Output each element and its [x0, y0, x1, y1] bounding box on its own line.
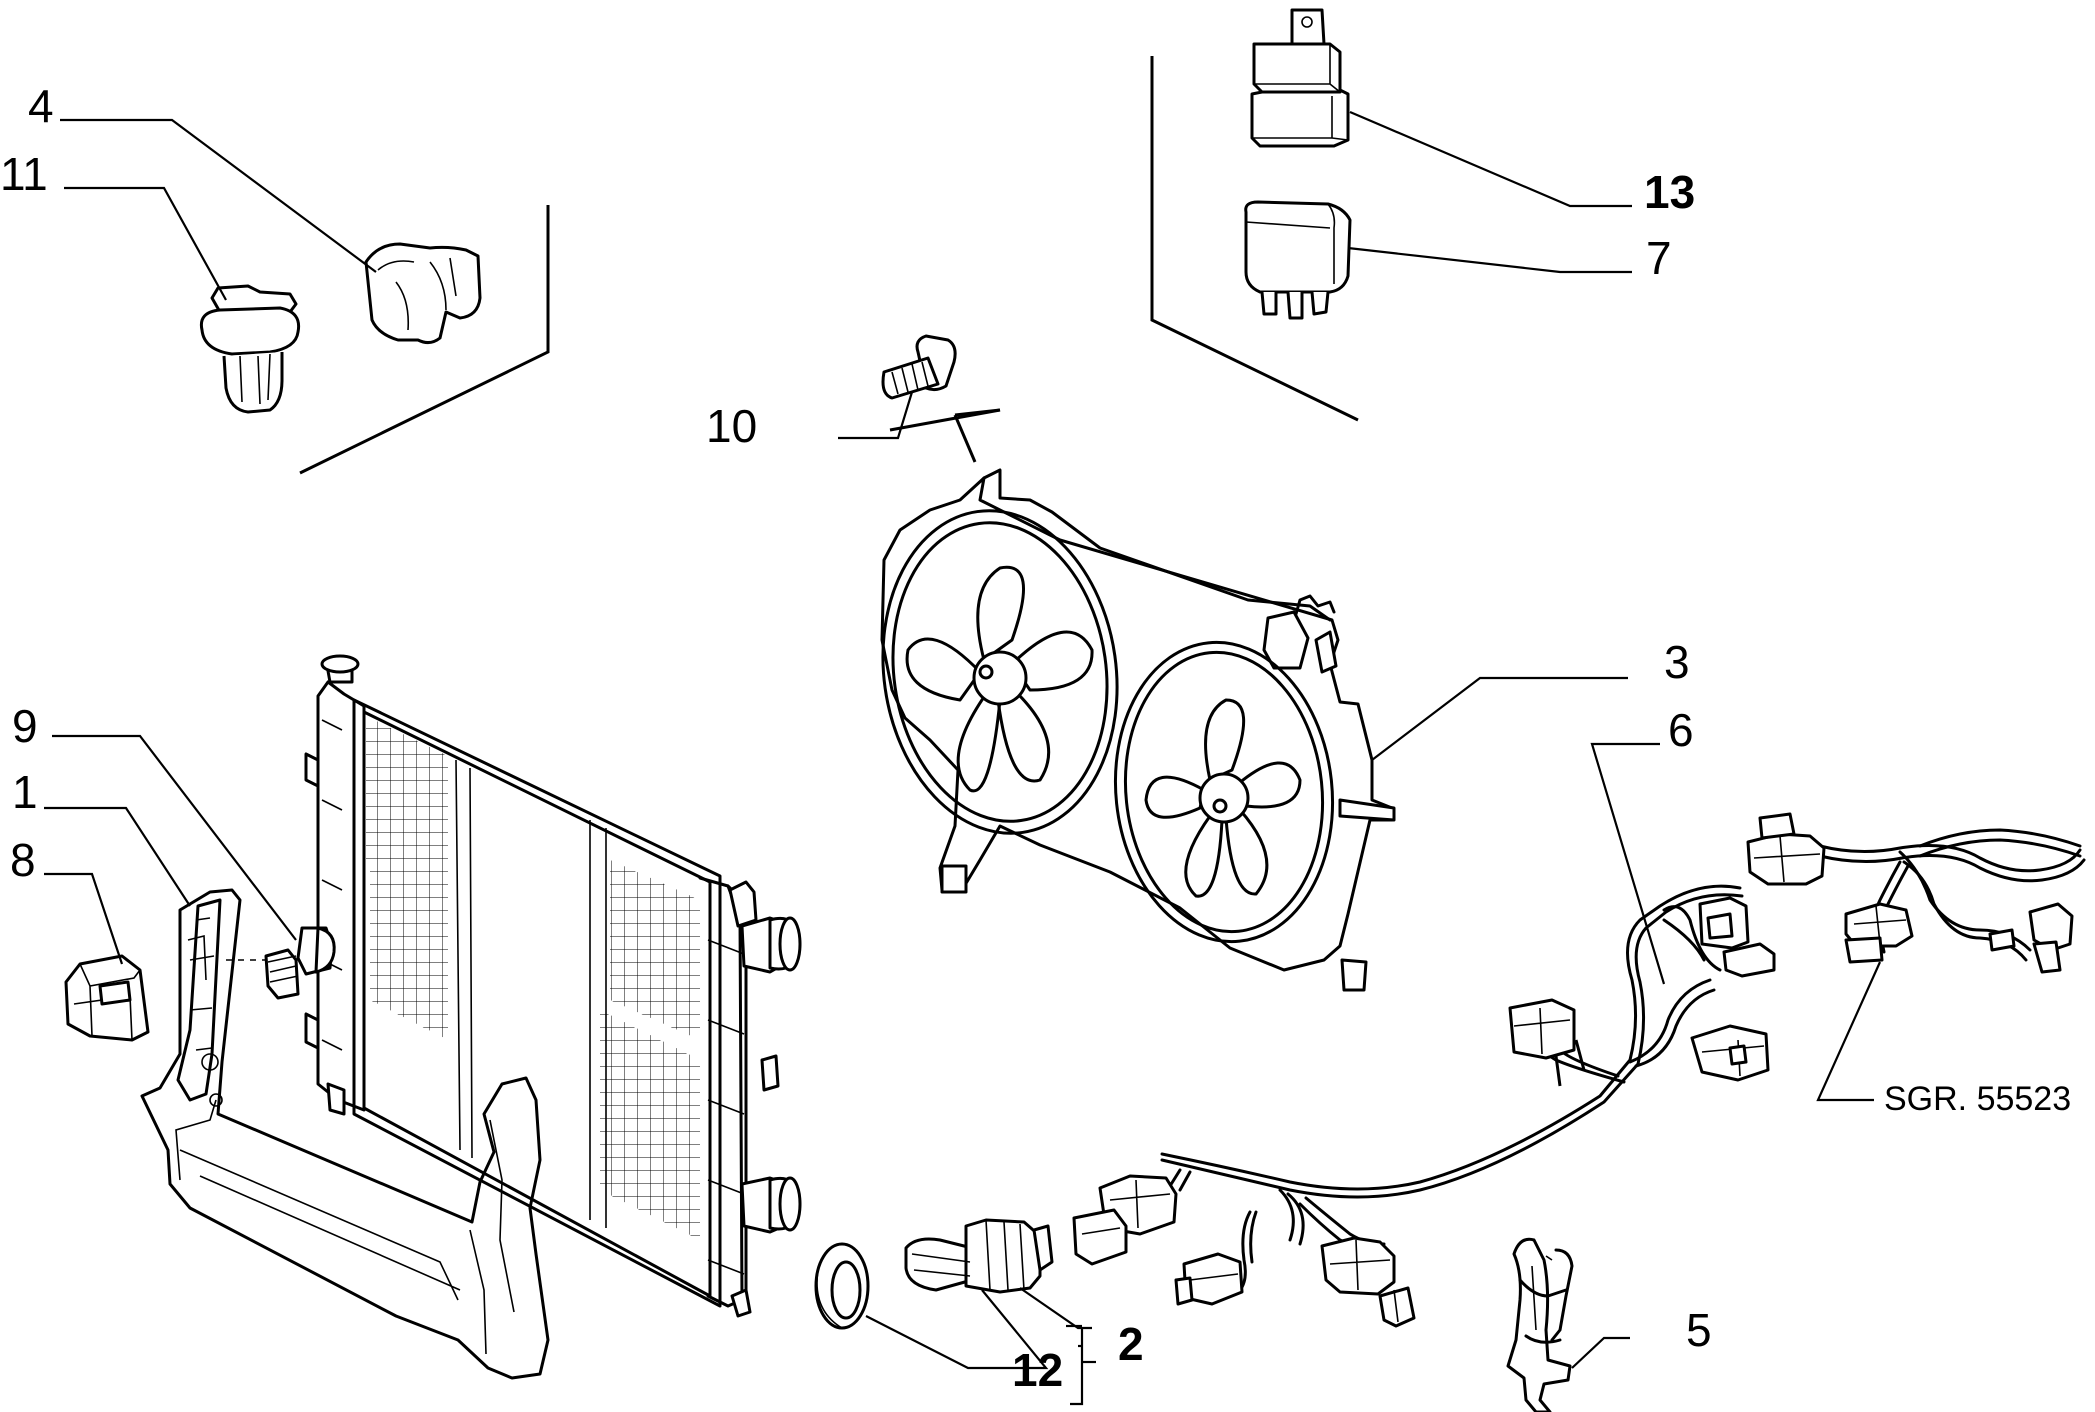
callout-labels: 1 2 3 4 5 6 7 8 9 10 11 12 13 SGR. 55523: [0, 80, 2071, 1396]
radiator: [304, 654, 802, 1318]
temperature-sensor-part-9: [226, 926, 336, 1000]
harness-connectors: [1072, 896, 1776, 1328]
callout-2: 2: [1118, 1318, 1144, 1370]
push-clip-part-11: [199, 284, 301, 414]
callout-13: 13: [1644, 166, 1695, 218]
harness-detail-sgr: [1746, 812, 2086, 974]
callout-10: 10: [706, 400, 757, 452]
harness-clip-part-5: [1506, 1237, 1574, 1412]
rubber-mount-part-8: [64, 954, 150, 1042]
callout-6: 6: [1668, 704, 1694, 756]
washer-part-12: [814, 1242, 870, 1330]
relay-part-13: [1250, 8, 1350, 148]
relay-part-7: [1244, 200, 1352, 320]
fan-blades-left: [905, 565, 1094, 793]
callout-4: 4: [28, 80, 54, 132]
callout-8: 8: [10, 834, 36, 886]
air-deflector-part-1: [140, 888, 550, 1380]
bolt-part-10: [881, 334, 957, 400]
wiring-harness-part-6: [1072, 884, 1776, 1328]
leader-lines: [44, 110, 1882, 1406]
callout-9: 9: [12, 700, 38, 752]
reference-label-sgr: SGR. 55523: [1884, 1080, 2071, 1118]
callout-7: 7: [1646, 232, 1672, 284]
callout-1: 1: [12, 766, 38, 818]
fan-blades-right: [1144, 698, 1302, 898]
group-frames: [299, 56, 1359, 475]
callout-3: 3: [1664, 636, 1690, 688]
thermal-switch-part-2: [904, 1218, 1054, 1294]
callout-5: 5: [1686, 1304, 1712, 1356]
hose-clip-part-4: [364, 242, 482, 345]
fan-assembly-part-3: [880, 468, 1396, 992]
callout-11: 11: [0, 148, 48, 200]
callout-12: 12: [1012, 1344, 1063, 1396]
